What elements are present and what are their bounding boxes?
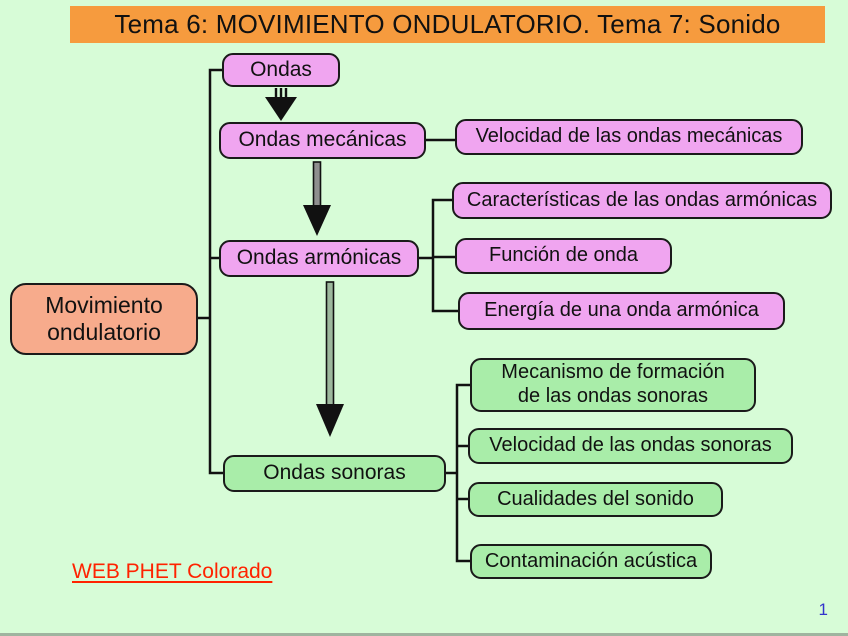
node-velocidad-ondas-sonoras: Velocidad de las ondas sonoras (468, 428, 793, 464)
node-mecanismo-formacion: Mecanismo de formación de las ondas sono… (470, 358, 756, 412)
slide-bottom-edge (0, 633, 848, 636)
node-ondas: Ondas (222, 53, 340, 87)
node-caracteristicas-ondas-armonicas: Características de las ondas armónicas (452, 182, 832, 219)
node-ondas-mecanicas: Ondas mecánicas (219, 122, 426, 159)
node-funcion-de-onda: Función de onda (455, 238, 672, 274)
page-number: 1 (818, 600, 828, 619)
node-cualidades-del-sonido: Cualidades del sonido (468, 482, 723, 517)
node-contaminacion-acustica: Contaminación acústica (470, 544, 712, 579)
node-label: Mecanismo de formación (501, 361, 725, 384)
down-arrow-icon (265, 88, 297, 121)
node-velocidad-ondas-mecanicas: Velocidad de las ondas mecánicas (455, 119, 803, 155)
down-arrow-icon (316, 281, 344, 437)
node-energia-onda-armonica: Energía de una onda armónica (458, 292, 785, 330)
node-label: de las ondas sonoras (517, 385, 709, 407)
node-label: ondulatorio (47, 319, 161, 345)
node-ondas-sonoras: Ondas sonoras (223, 455, 446, 492)
node-ondas-armonicas: Ondas armónicas (219, 240, 419, 277)
slide-title: Tema 6: MOVIMIENTO ONDULATORIO. Tema 7: … (70, 6, 825, 43)
node-movimiento-ondulatorio: Movimiento ondulatorio (10, 283, 198, 355)
down-arrow-icon (303, 161, 331, 236)
node-label: Movimiento (45, 291, 163, 318)
web-phet-colorado-link[interactable]: WEB PHET Colorado (72, 560, 273, 583)
